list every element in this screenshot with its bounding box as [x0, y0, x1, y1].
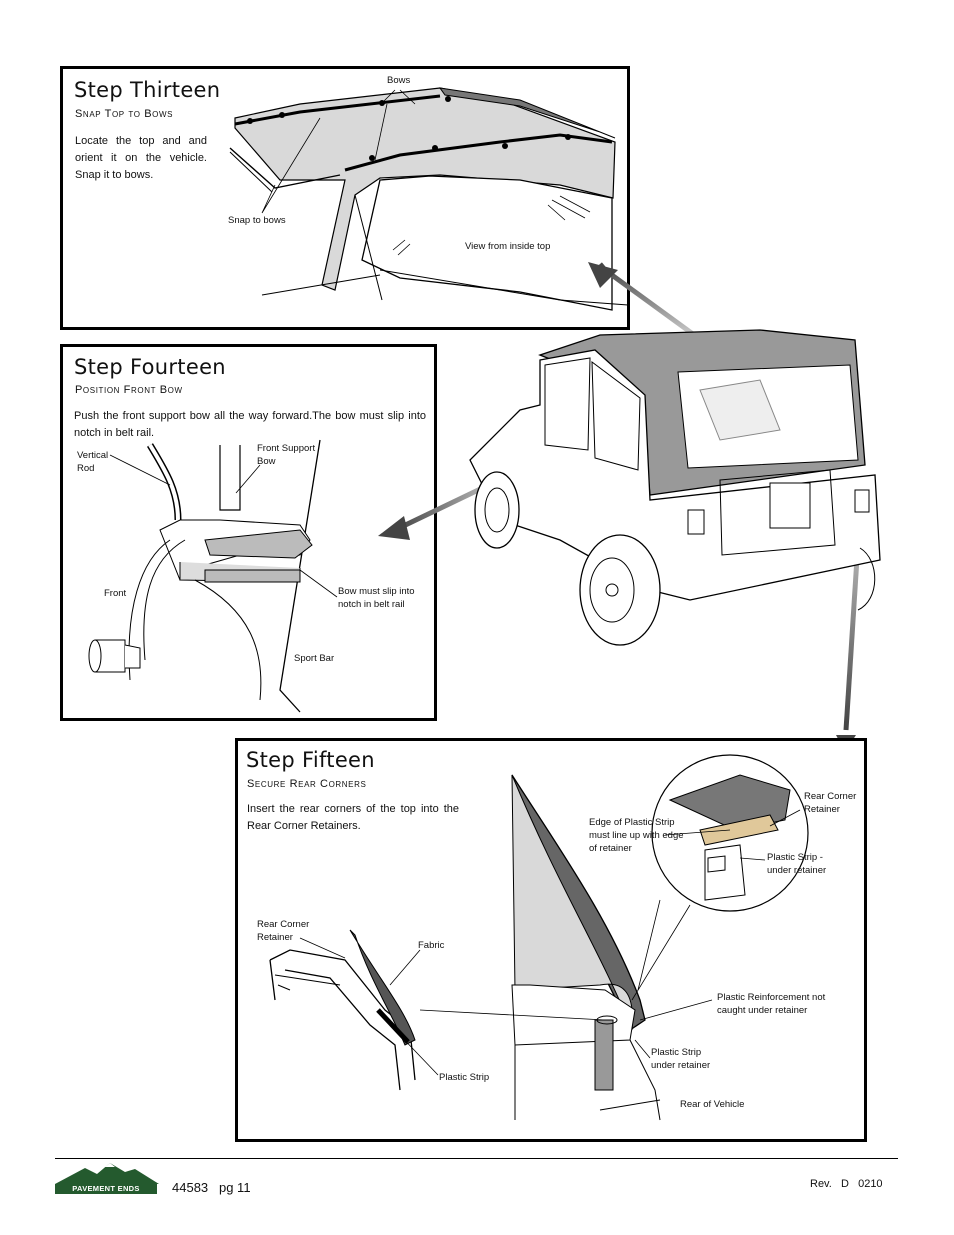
label-front-support-bow: Front Support Bow [257, 443, 316, 467]
label-rear-corner-retainer-right: Rear Corner Retainer [804, 791, 857, 815]
label-rear-of-vehicle: Rear of Vehicle [680, 1099, 745, 1110]
step-thirteen-text: Locate the top and and orient it on the … [75, 135, 207, 181]
label-bow-slip: Bow must slip into notch in belt rail [338, 586, 415, 610]
step-fifteen-text: Insert the rear corners of the top into … [247, 803, 459, 832]
label-vertical-rod: Vertical Rod [77, 450, 109, 474]
step-fifteen-subtitle: Secure Rear Corners [247, 778, 367, 790]
label-edge-plastic-strip: Edge of Plastic Strip must line up with … [589, 817, 684, 854]
label-sport-bar: Sport Bar [294, 653, 335, 664]
footer-rule [55, 1158, 898, 1159]
label-plastic-strip-under: Plastic Strip - under retainer [767, 852, 827, 876]
step-fifteen-title: Step Fifteen [246, 748, 375, 772]
label-front: Front [104, 588, 127, 599]
step-fourteen-title: Step Fourteen [74, 355, 226, 379]
pavement-ends-logo: PAVEMENT ENDS [55, 1160, 159, 1194]
page-number: 44583 pg 11 [172, 1180, 251, 1195]
revision: Rev. D 0210 [810, 1178, 883, 1190]
label-view-inside-top: View from inside top [465, 241, 551, 252]
step-fourteen-text: Push the front support bow all the way f… [74, 410, 426, 439]
step-fourteen-subtitle: Position Front Bow [75, 384, 183, 396]
label-plastic-strip-under-retainer: Plastic Strip under retainer [651, 1047, 711, 1071]
step-thirteen-title: Step Thirteen [74, 78, 221, 102]
label-snap-to-bows: Snap to bows [228, 215, 286, 226]
mountain-logo-icon [55, 1163, 159, 1184]
step-thirteen-subtitle: Snap Top to Bows [75, 108, 174, 120]
logo-text: PAVEMENT ENDS [55, 1184, 157, 1194]
label-rear-corner-retainer-left: Rear Corner Retainer [257, 919, 310, 943]
label-plastic-reinforcement: Plastic Reinforcement not caught under r… [717, 992, 826, 1016]
label-plastic-strip: Plastic Strip [439, 1072, 490, 1083]
label-bows: Bows [387, 75, 411, 86]
label-fabric: Fabric [418, 940, 445, 951]
